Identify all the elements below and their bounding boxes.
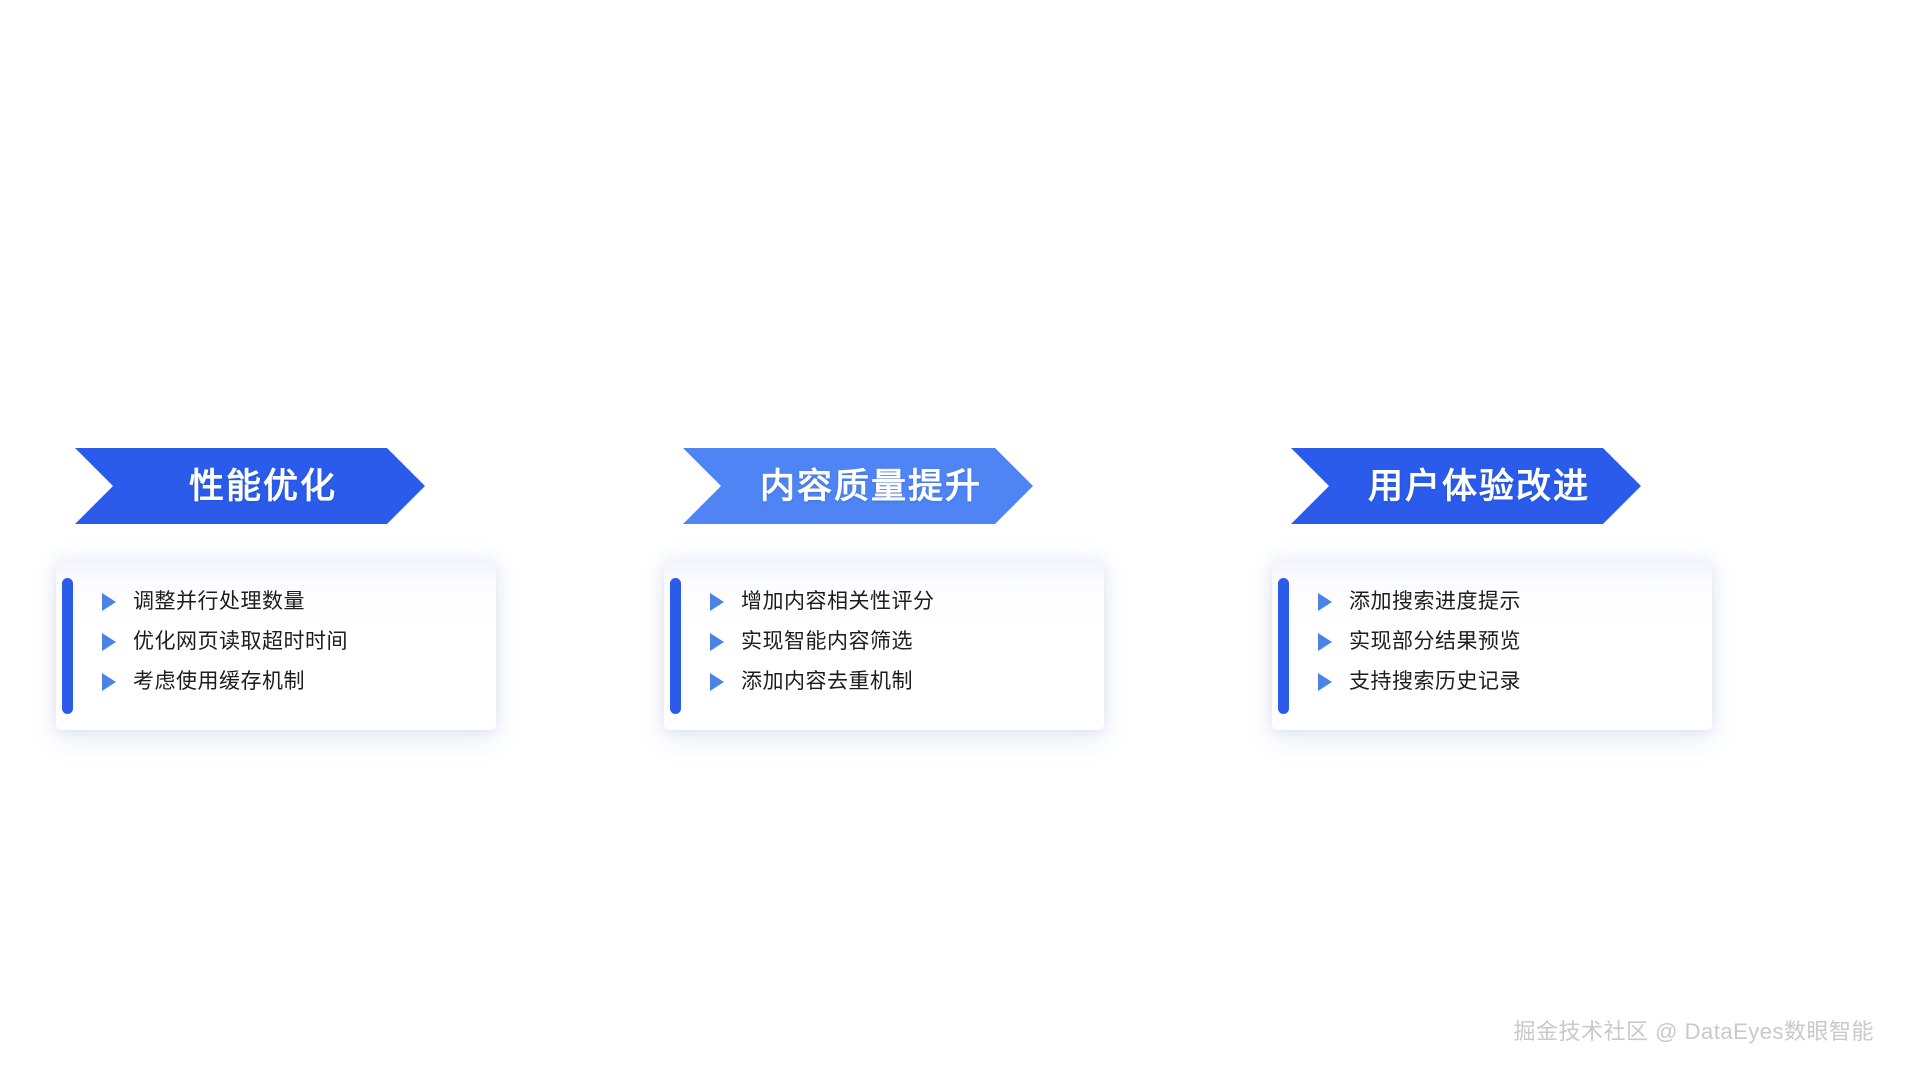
section-banner[interactable]: 用户体验改进 <box>1291 448 1641 524</box>
list-item[interactable]: 优化网页读取超时时间 <box>102 622 480 661</box>
column-performance: 性能优化 调整并行处理数量 优化网页读取超时时间 <box>56 448 608 730</box>
section-banner[interactable]: 性能优化 <box>75 448 425 524</box>
bullet-list: 增加内容相关性评分 实现智能内容筛选 添加内容去重机制 <box>710 582 1088 702</box>
list-item-label: 支持搜索历史记录 <box>1349 670 1521 693</box>
column-user-experience: 用户体验改进 添加搜索进度提示 实现部分结果预览 <box>1272 448 1824 730</box>
column-content-quality: 内容质量提升 增加内容相关性评分 实现智能内容筛选 <box>664 448 1216 730</box>
content-card: 添加搜索进度提示 实现部分结果预览 支持搜索历史记录 <box>1272 562 1712 730</box>
list-item[interactable]: 调整并行处理数量 <box>102 582 480 621</box>
triangle-right-icon <box>710 592 724 611</box>
banner-title: 内容质量提升 <box>759 466 982 506</box>
card-wrapper: 添加搜索进度提示 实现部分结果预览 支持搜索历史记录 <box>1272 562 1712 730</box>
bullet-list: 添加搜索进度提示 实现部分结果预览 支持搜索历史记录 <box>1318 582 1696 702</box>
list-item[interactable]: 实现智能内容筛选 <box>710 622 1088 661</box>
banner-wrapper: 内容质量提升 <box>683 448 1033 524</box>
list-item-label: 实现部分结果预览 <box>1349 630 1521 653</box>
list-item[interactable]: 添加内容去重机制 <box>710 662 1088 701</box>
section-banner[interactable]: 内容质量提升 <box>683 448 1033 524</box>
list-item[interactable]: 考虑使用缓存机制 <box>102 662 480 701</box>
triangle-right-icon <box>102 632 116 651</box>
list-item-label: 实现智能内容筛选 <box>741 630 913 653</box>
triangle-right-icon <box>102 672 116 691</box>
list-item-label: 添加内容去重机制 <box>741 670 913 693</box>
content-card: 增加内容相关性评分 实现智能内容筛选 添加内容去重机制 <box>664 562 1104 730</box>
banner-title: 性能优化 <box>188 466 337 506</box>
card-accent-bar <box>670 578 681 714</box>
list-item[interactable]: 支持搜索历史记录 <box>1318 662 1696 701</box>
triangle-right-icon <box>1318 632 1332 651</box>
list-item[interactable]: 增加内容相关性评分 <box>710 582 1088 621</box>
list-item-label: 增加内容相关性评分 <box>741 590 935 613</box>
list-item-label: 考虑使用缓存机制 <box>133 670 305 693</box>
banner-title: 用户体验改进 <box>1367 466 1590 506</box>
bullet-list: 调整并行处理数量 优化网页读取超时时间 考虑使用缓存机制 <box>102 582 480 702</box>
card-wrapper: 增加内容相关性评分 实现智能内容筛选 添加内容去重机制 <box>664 562 1104 730</box>
triangle-right-icon <box>1318 592 1332 611</box>
content-card: 调整并行处理数量 优化网页读取超时时间 考虑使用缓存机制 <box>56 562 496 730</box>
card-accent-bar <box>1278 578 1289 714</box>
card-accent-bar <box>62 578 73 714</box>
list-item[interactable]: 实现部分结果预览 <box>1318 622 1696 661</box>
triangle-right-icon <box>1318 672 1332 691</box>
list-item-label: 调整并行处理数量 <box>133 590 305 613</box>
card-wrapper: 调整并行处理数量 优化网页读取超时时间 考虑使用缓存机制 <box>56 562 496 730</box>
list-item[interactable]: 添加搜索进度提示 <box>1318 582 1696 621</box>
banner-wrapper: 用户体验改进 <box>1291 448 1641 524</box>
triangle-right-icon <box>710 632 724 651</box>
triangle-right-icon <box>710 672 724 691</box>
triangle-right-icon <box>102 592 116 611</box>
banner-wrapper: 性能优化 <box>75 448 425 524</box>
list-item-label: 优化网页读取超时时间 <box>133 630 348 653</box>
watermark-text: 掘金技术社区 @ DataEyes数眼智能 <box>1513 1019 1874 1044</box>
list-item-label: 添加搜索进度提示 <box>1349 590 1521 613</box>
